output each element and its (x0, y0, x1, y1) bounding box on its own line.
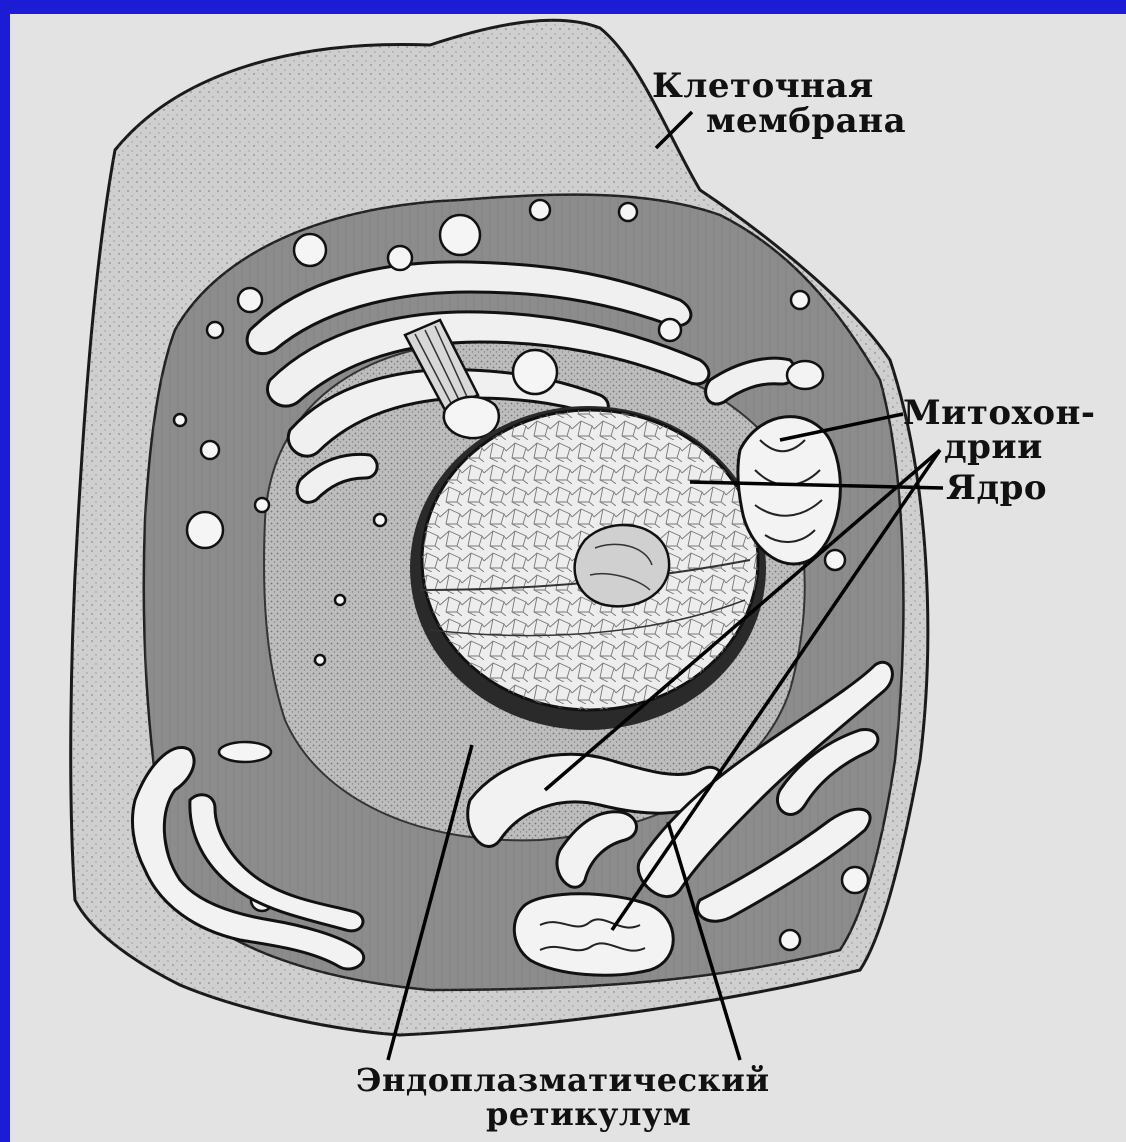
nucleus-shape (410, 406, 766, 730)
membrane-label-line2: мембрана (706, 104, 906, 138)
mitochondrion-bottom (514, 894, 673, 975)
mitochondria-label-line2: дрии (944, 430, 1043, 464)
mitochondria-label-line1: Митохон- (903, 396, 1096, 430)
er-label-line2: ретикулум (486, 1098, 691, 1130)
nucleus-label: Ядро (946, 471, 1047, 505)
er-label-line1: Эндоплазматический (356, 1064, 770, 1096)
membrane-label-line1: Клеточная (652, 69, 874, 103)
